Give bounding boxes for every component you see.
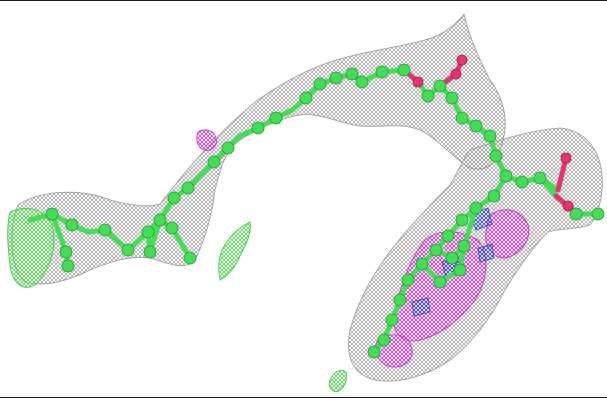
carbon-atom-sphere [165,221,179,235]
carbon-atom-sphere [251,121,265,135]
carbon-atom-sphere [455,111,469,125]
carbon-atom-sphere [397,63,411,77]
carbon-atom-sphere [61,259,75,273]
bond-chain-left [27,211,193,261]
blue-blob-3 [411,297,431,317]
blue-blob-4 [477,243,495,263]
carbon-atom-sphere [329,71,343,85]
carbon-atom-sphere [377,333,391,347]
carbon-atom-sphere [433,275,447,289]
magenta-blob-right [485,209,530,259]
oxygen-atom-sphere [562,200,574,212]
carbon-atom-sphere [401,273,415,287]
carbon-atom-sphere [453,263,467,277]
oxygen-atom-sphere [456,54,468,66]
carbon-atom-sphere [345,67,359,81]
carbon-atom-sphere [591,207,605,221]
carbon-atom-sphere [457,239,471,253]
carbon-atom-sphere [515,175,529,189]
carbon-atom-sphere [415,257,429,271]
carbon-atom-sphere [98,223,112,237]
carbon-atom-sphere [421,89,435,103]
oxygen-atom-sphere [560,152,572,164]
carbon-atom-sphere [367,345,381,359]
oxygen-atom-sphere [412,76,424,88]
green-mesh-fragment-bottom [328,369,347,393]
carbon-atom-sphere [181,181,195,195]
carbon-atom-sphere [221,141,235,155]
carbon-atom-sphere [455,213,469,227]
magenta-blob-small [196,129,217,151]
green-mesh-fragment-mid [218,221,251,281]
carbon-atom-sphere [469,201,483,215]
carbon-atom-sphere [121,243,135,257]
carbon-atom-sphere [445,91,459,105]
carbon-atom-sphere [445,251,459,265]
atom-spheres [45,54,605,359]
carbon-atom-sphere [141,225,155,239]
carbon-atom-sphere [45,207,59,221]
bond-ring-1 [433,205,479,262]
bottom-border-line [0,397,607,398]
carbon-atom-sphere [313,77,327,91]
carbon-atom-sphere [375,65,389,79]
gray-density-mesh [11,13,603,382]
bond-ring-2 [419,243,467,286]
carbon-atom-sphere [143,245,157,259]
green-density-mesh [7,208,347,393]
carbon-atom-sphere [429,243,443,257]
carbon-atom-sphere [533,171,547,185]
carbon-atom-sphere [355,75,369,89]
carbon-atom-sphere [569,207,583,221]
carbon-atom-sphere [469,119,483,133]
carbon-atom-sphere [59,245,73,259]
carbon-atom-sphere [385,313,399,327]
carbon-atom-sphere [393,293,407,307]
carbon-atom-sphere [65,218,79,232]
carbon-atom-sphere [153,213,167,227]
oxygen-atom-sphere [450,68,462,80]
carbon-atom-sphere [167,191,181,205]
carbon-atom-sphere [183,251,197,265]
carbon-atom-sphere [487,189,501,203]
carbon-atom-sphere [441,229,455,243]
carbon-atom-sphere [499,169,513,183]
carbon-atom-sphere [483,129,497,143]
top-border-line [0,0,607,1]
carbon-atom-sphere [299,91,313,105]
carbon-atom-sphere [269,111,283,125]
carbon-atom-sphere [433,79,447,93]
carbon-atom-sphere [207,155,221,169]
carbon-atom-sphere [489,149,503,163]
